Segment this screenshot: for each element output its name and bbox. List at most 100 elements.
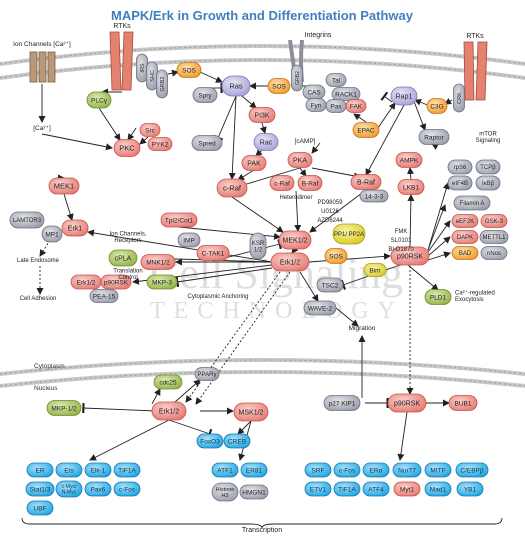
node-gsk3: GSK-3 — [480, 214, 508, 228]
node-tf-cebpb: C/EBPβ — [455, 462, 489, 478]
node-shape — [146, 274, 178, 290]
node-label: GSK-3 — [485, 219, 504, 225]
label-migration: Migration — [349, 325, 376, 332]
node-tf-er81: ER81 — [240, 462, 268, 478]
node-label: Pax6 — [91, 486, 106, 493]
node-label: HMGN1 — [242, 489, 266, 496]
node-label: DAPK — [457, 235, 473, 241]
node-mettl1: METTL1 — [479, 230, 509, 244]
node-shape — [140, 254, 176, 270]
node-label: Erk1/2 — [77, 279, 96, 286]
node-ras: Ras — [221, 75, 251, 97]
node-label: TSC2 — [322, 282, 339, 289]
node-wave2: WAVE-2 — [303, 300, 337, 316]
node-ppar: PPARγ — [194, 367, 220, 381]
node-shape — [211, 462, 239, 478]
inhibition-edge — [175, 267, 273, 288]
cytoplasm-label: Cytoplasm — [34, 363, 65, 370]
node-label: c-Myc/N-Myc — [62, 484, 77, 495]
activation-edge — [353, 113, 367, 123]
inhibition-edge — [213, 95, 237, 141]
node-label: ETV1 — [310, 486, 327, 493]
node-grb2b: GRB2 — [291, 64, 303, 92]
node-tf-ets: Ets — [55, 462, 83, 478]
node-shape — [448, 395, 478, 411]
node-label: C-TAK1 — [202, 250, 225, 257]
node-label: Elk-1 — [91, 467, 106, 474]
node-pp1: PP1/ PP2A — [332, 223, 366, 245]
node-nnos: nNos — [480, 246, 508, 260]
node-label: Mad1 — [430, 486, 447, 493]
node-shape — [390, 86, 418, 106]
node-ampk: AMPK — [395, 152, 423, 168]
node-shape — [113, 462, 141, 478]
nucleus-label: Nucleus — [34, 385, 58, 392]
node-label: RACK1 — [335, 91, 357, 98]
node-tf-mad1: Mad1 — [424, 481, 452, 497]
node-shape — [479, 230, 509, 244]
node-label: GRB2 — [160, 77, 166, 92]
node-label: PI3K — [254, 112, 270, 119]
activation-edge — [195, 271, 291, 405]
node-src: Src — [139, 123, 161, 137]
activation-edge — [63, 193, 74, 221]
node-shape — [240, 462, 268, 478]
rtks-right-label: RTKs — [466, 33, 484, 40]
node-shape — [325, 73, 347, 87]
node-tf-cfos2: c-Fos — [333, 462, 361, 478]
node-tf-nur77: Nur77 — [392, 462, 422, 478]
node-shape — [447, 175, 473, 191]
node-label: Filamin A — [460, 201, 485, 207]
activation-edge — [407, 264, 439, 291]
node-tf-atf1: ATF1 — [211, 462, 239, 478]
node-msk12: MSK1/2 — [233, 402, 269, 422]
activation-edge — [294, 190, 302, 232]
node-shape — [451, 214, 479, 228]
label-ion-rec: Ion Channels,Receptors — [109, 232, 146, 245]
activation-edge — [228, 95, 237, 180]
node-shape — [362, 481, 390, 497]
label-bi: BI-D1870 — [388, 247, 414, 253]
node-pkc: PKC — [113, 139, 141, 157]
node-shape — [223, 433, 251, 449]
node-label: Fyn — [311, 102, 322, 109]
inhibition-edge — [82, 402, 157, 414]
node-shape — [455, 462, 489, 478]
node-label: c-Raf — [223, 184, 242, 193]
node-label: Tpl2/Cot1 — [165, 217, 194, 224]
node-label: FAK — [350, 103, 363, 110]
node-fyn: Fyn — [305, 98, 327, 112]
node-tf-tif1a2: TIF1A — [333, 481, 361, 497]
node-shape — [345, 99, 367, 113]
node-shape — [25, 481, 55, 497]
node-shape — [475, 159, 501, 175]
node-rps6: rpS6 — [447, 159, 473, 175]
node-label: B-Raf — [302, 180, 319, 187]
activation-edge — [427, 220, 451, 253]
node-label: c-Fos — [119, 486, 136, 493]
node-shape — [270, 252, 310, 272]
node-shape — [113, 481, 141, 497]
node-label: p27 KIP1 — [329, 400, 356, 407]
node-shape — [253, 133, 279, 151]
node-label: AMPK — [400, 157, 419, 164]
watermark-line2: TECHNOLOGY — [150, 298, 404, 324]
node-p1433: 14-3-3 — [359, 189, 389, 203]
node-shape — [304, 462, 332, 478]
inhibition-edge — [380, 91, 393, 103]
node-p90rska: p90RSK — [100, 274, 132, 290]
node-label: EPAC — [357, 127, 375, 134]
node-label: Ras — [229, 82, 243, 91]
node-shape — [26, 462, 54, 478]
node-pea15: PEA-15 — [89, 289, 119, 303]
node-label: C/EBPβ — [460, 467, 484, 474]
label-u0126: U0126 — [321, 209, 339, 215]
node-shape — [241, 155, 267, 171]
inhibition-edge — [168, 419, 213, 439]
node-spry: Spry — [192, 87, 218, 103]
node-filaminA: Filamin A — [453, 195, 491, 211]
node-shape — [55, 462, 83, 478]
node-shape — [194, 367, 220, 381]
node-mnk12: MNK1/2 — [140, 254, 176, 270]
